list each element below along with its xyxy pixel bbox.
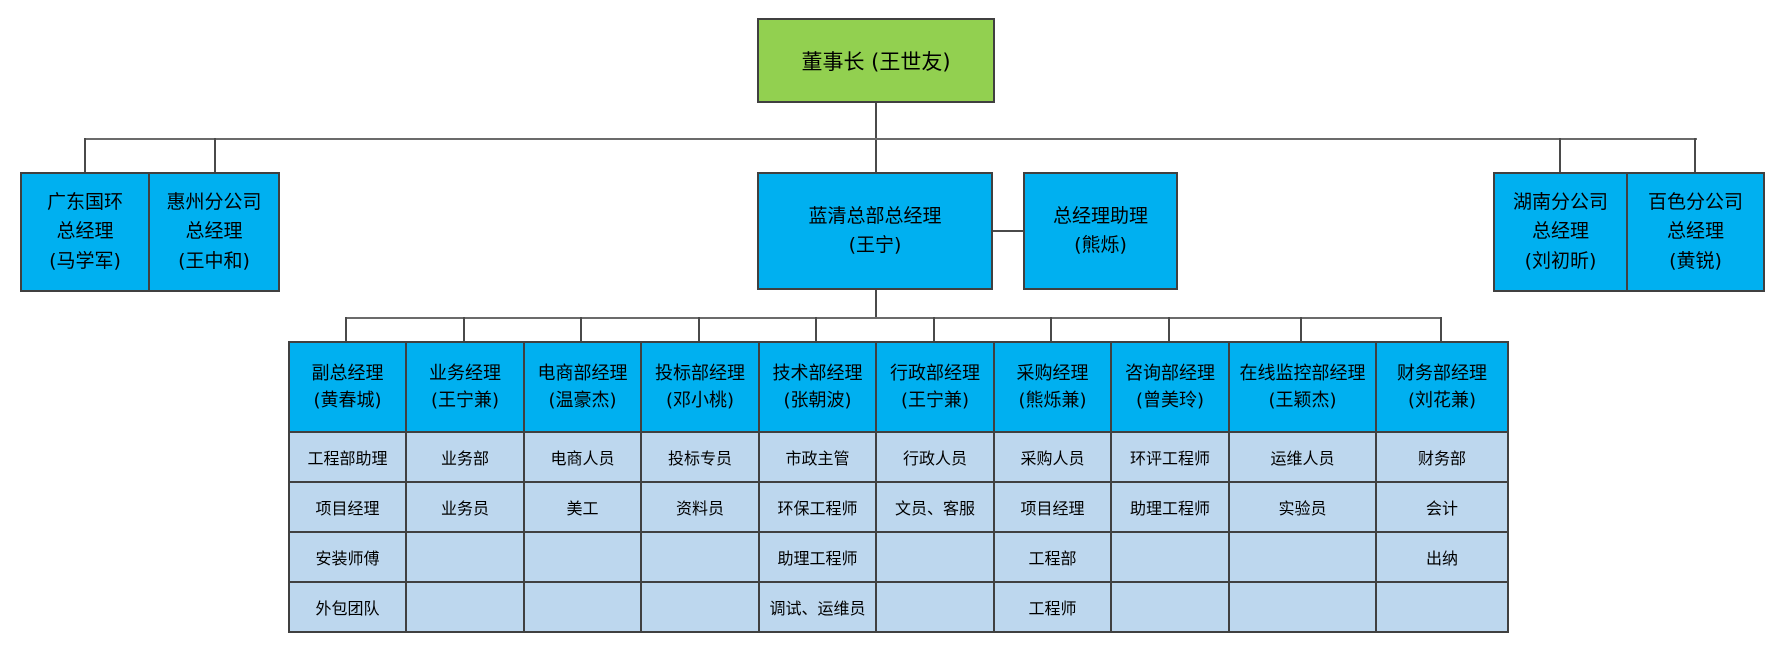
dept-header-cell: 投标部经理 (邓小桃)	[642, 343, 760, 433]
staff-cell: 行政人员	[877, 433, 995, 483]
staff-cell: 助理工程师	[1112, 483, 1230, 533]
staff-cell: 工程师	[995, 583, 1112, 633]
dept-column-finance: 财务部经理 (刘花兼) 财务部 会计 出纳	[1377, 343, 1509, 633]
dept-column-administration: 行政部经理 (王宁兼) 行政人员 文员、客服	[877, 343, 995, 633]
staff-cell	[525, 583, 642, 633]
staff-cell: 项目经理	[290, 483, 407, 533]
staff-cell: 市政主管	[760, 433, 877, 483]
staff-cell	[1377, 583, 1509, 633]
dept-header-cell: 电商部经理 (温豪杰)	[525, 343, 642, 433]
staff-cell	[642, 583, 760, 633]
connector-assistant-link	[991, 230, 1023, 232]
connector-stub-baise	[1694, 138, 1696, 172]
staff-cell	[1230, 533, 1377, 583]
staff-cell: 外包团队	[290, 583, 407, 633]
dept-column-deputy-gm: 副总经理 (黄春城) 工程部助理 项目经理 安装师傅 外包团队	[290, 343, 407, 633]
staff-cell: 环保工程师	[760, 483, 877, 533]
dept-column-procurement: 采购经理 (熊烁兼) 采购人员 项目经理 工程部 工程师	[995, 343, 1112, 633]
connector-chairman-drop	[875, 103, 877, 172]
staff-cell: 出纳	[1377, 533, 1509, 583]
connector-stub-guangdong	[84, 138, 86, 172]
org-box-huizhou-branch-gm: 惠州分公司 总经理 (王中和)	[148, 172, 280, 292]
dept-column-ecommerce: 电商部经理 (温豪杰) 电商人员 美工	[525, 343, 642, 633]
dept-header-cell: 副总经理 (黄春城)	[290, 343, 407, 433]
staff-cell: 采购人员	[995, 433, 1112, 483]
dept-header-cell: 采购经理 (熊烁兼)	[995, 343, 1112, 433]
staff-cell: 业务员	[407, 483, 525, 533]
org-box-hunan-branch-gm: 湖南分公司 总经理 (刘初昕)	[1493, 172, 1628, 292]
staff-cell: 业务部	[407, 433, 525, 483]
connector-stub-dept-3	[580, 317, 582, 343]
staff-cell: 实验员	[1230, 483, 1377, 533]
connector-level3-horizontal	[345, 317, 1442, 319]
staff-cell: 会计	[1377, 483, 1509, 533]
staff-cell	[877, 533, 995, 583]
connector-stub-dept-7	[1050, 317, 1052, 343]
dept-header-cell: 技术部经理 (张朝波)	[760, 343, 877, 433]
org-box-chairman: 董事长 (王世友)	[757, 18, 995, 103]
connector-gm-drop	[875, 288, 877, 319]
dept-column-consulting: 咨询部经理 (曾美玲) 环评工程师 助理工程师	[1112, 343, 1230, 633]
staff-cell: 电商人员	[525, 433, 642, 483]
staff-cell: 工程部助理	[290, 433, 407, 483]
org-box-label: 百色分公司 总经理 (黄锐)	[1647, 190, 1743, 272]
staff-cell	[1112, 583, 1230, 633]
staff-cell: 运维人员	[1230, 433, 1377, 483]
dept-column-online-monitoring: 在线监控部经理 (王颖杰) 运维人员 实验员	[1230, 343, 1377, 633]
dept-column-bidding: 投标部经理 (邓小桃) 投标专员 资料员	[642, 343, 760, 633]
staff-cell: 调试、运维员	[760, 583, 877, 633]
connector-stub-dept-6	[933, 317, 935, 343]
staff-cell: 美工	[525, 483, 642, 533]
connector-stub-huizhou	[214, 138, 216, 172]
dept-column-technology: 技术部经理 (张朝波) 市政主管 环保工程师 助理工程师 调试、运维员	[760, 343, 877, 633]
staff-cell	[1112, 533, 1230, 583]
department-table: 副总经理 (黄春城) 工程部助理 项目经理 安装师傅 外包团队 业务经理 (王宁…	[288, 341, 1509, 633]
org-box-label: 广东国环 总经理 (马学军)	[46, 190, 123, 272]
connector-level1-horizontal	[84, 138, 1697, 140]
staff-cell	[877, 583, 995, 633]
connector-stub-dept-1	[345, 317, 347, 343]
org-box-label: 总经理助理 (熊烁)	[1052, 204, 1148, 256]
staff-cell	[642, 533, 760, 583]
org-box-guangdong-guohuan-gm: 广东国环 总经理 (马学军)	[20, 172, 150, 292]
staff-cell	[1230, 583, 1377, 633]
dept-header-cell: 在线监控部经理 (王颖杰)	[1230, 343, 1377, 433]
staff-cell: 环评工程师	[1112, 433, 1230, 483]
connector-stub-dept-10	[1440, 317, 1442, 343]
connector-stub-dept-4	[698, 317, 700, 343]
connector-stub-hunan	[1559, 138, 1561, 172]
staff-cell: 项目经理	[995, 483, 1112, 533]
connector-stub-dept-2	[463, 317, 465, 343]
staff-cell	[407, 583, 525, 633]
staff-cell: 工程部	[995, 533, 1112, 583]
staff-cell	[525, 533, 642, 583]
staff-cell: 投标专员	[642, 433, 760, 483]
dept-header-cell: 财务部经理 (刘花兼)	[1377, 343, 1509, 433]
org-box-label: 湖南分公司 总经理 (刘初昕)	[1512, 190, 1608, 272]
staff-cell: 文员、客服	[877, 483, 995, 533]
connector-stub-dept-9	[1300, 317, 1302, 343]
staff-cell	[407, 533, 525, 583]
staff-cell: 资料员	[642, 483, 760, 533]
org-box-baise-branch-gm: 百色分公司 总经理 (黄锐)	[1626, 172, 1765, 292]
staff-cell: 财务部	[1377, 433, 1509, 483]
dept-header-cell: 业务经理 (王宁兼)	[407, 343, 525, 433]
dept-header-cell: 行政部经理 (王宁兼)	[877, 343, 995, 433]
connector-stub-dept-5	[815, 317, 817, 343]
org-box-label: 惠州分公司 总经理 (王中和)	[166, 190, 262, 272]
connector-stub-dept-8	[1168, 317, 1170, 343]
staff-cell: 助理工程师	[760, 533, 877, 583]
dept-header-cell: 咨询部经理 (曾美玲)	[1112, 343, 1230, 433]
org-box-chairman-label: 董事长 (王世友)	[801, 49, 951, 74]
dept-column-business: 业务经理 (王宁兼) 业务部 业务员	[407, 343, 525, 633]
org-box-lanqing-hq-gm: 蓝清总部总经理 (王宁)	[757, 172, 993, 290]
org-box-label: 蓝清总部总经理 (王宁)	[808, 204, 942, 256]
org-box-gm-assistant: 总经理助理 (熊烁)	[1023, 172, 1178, 290]
staff-cell: 安装师傅	[290, 533, 407, 583]
